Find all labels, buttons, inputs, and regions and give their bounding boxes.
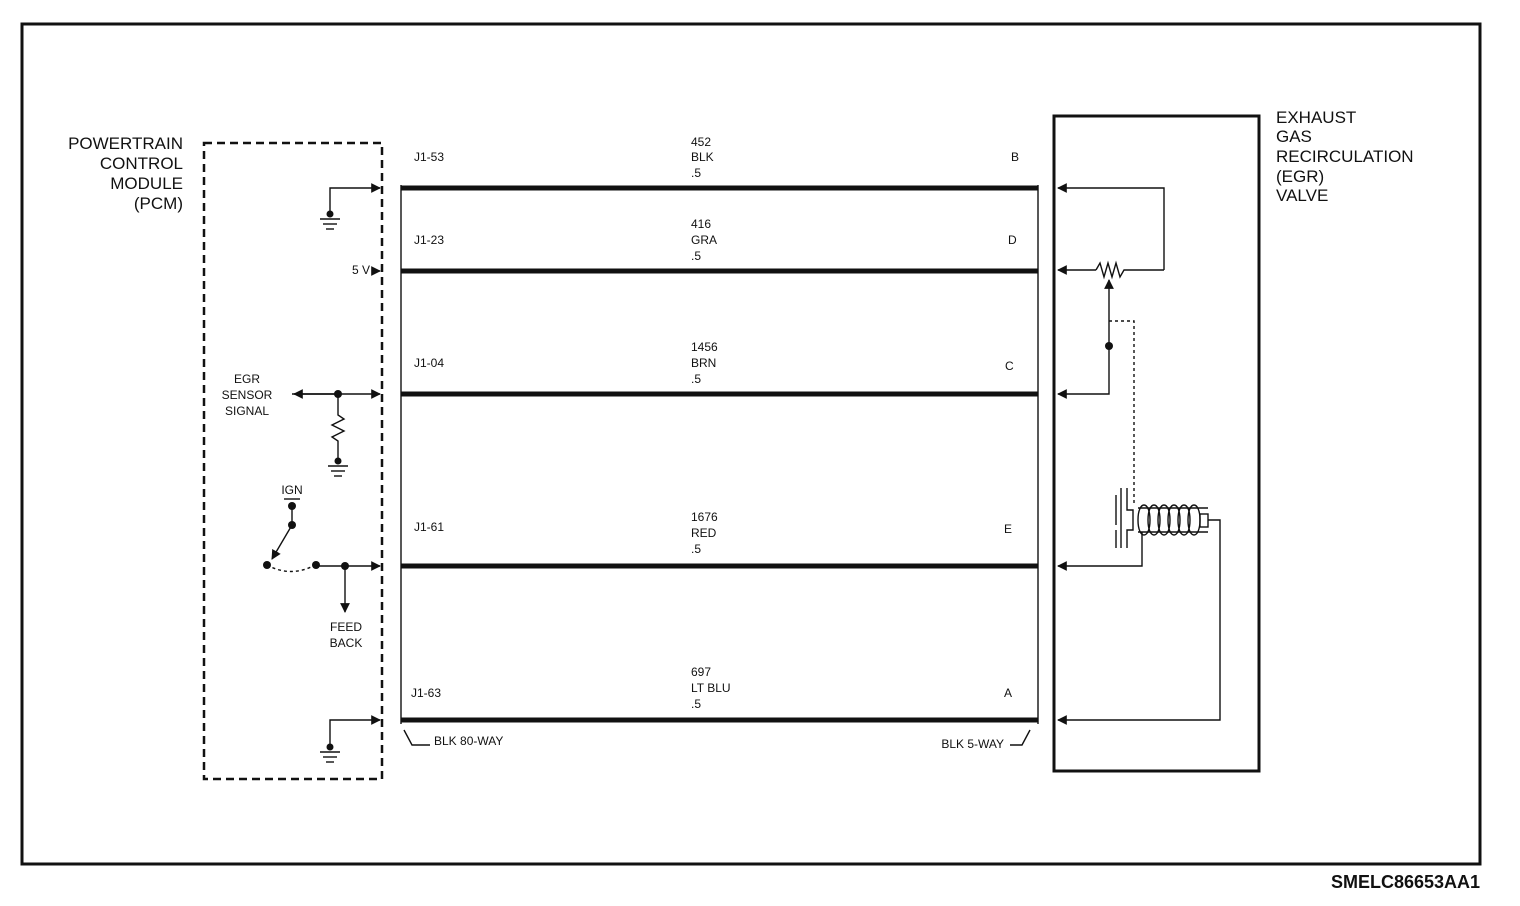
egr-valve-label-line-5: VALVE (1276, 186, 1328, 205)
wire-697-color: LT BLU (691, 681, 731, 695)
wire-697-pcm-pin: J1-63 (411, 686, 441, 700)
wire-1456-circuit: 1456 (691, 340, 718, 354)
wire-1676-pcm-pin: J1-61 (414, 520, 444, 534)
wire-452-gauge: .5 (691, 166, 701, 180)
wire-452-valve-pin: B (1011, 150, 1019, 164)
feedback-label-line-2: BACK (330, 636, 363, 650)
right-connector-label: BLK 5-WAY (941, 737, 1004, 751)
egr-signal-label-line-3: SIGNAL (225, 404, 269, 418)
wire-1456-color: BRN (691, 356, 716, 370)
wire-416-valve-pin: D (1008, 233, 1017, 247)
pcm-label: POWERTRAIN CONTROL MODULE (PCM) (68, 134, 183, 213)
wire-452-color: BLK (691, 150, 714, 164)
five-volt-label: 5 V (352, 263, 370, 277)
figure-reference: SMELC86653AA1 (1331, 872, 1480, 892)
diagram-frame (20, 22, 1482, 866)
wire-697-valve-pin: A (1004, 686, 1012, 700)
wire-1676-valve-pin: E (1004, 522, 1012, 536)
egr-valve-label-line-1: EXHAUST (1276, 108, 1356, 127)
egr-valve-label-line-3: RECIRCULATION (1276, 147, 1414, 166)
wire-452: J1-53 452 BLK .5 B (401, 135, 1038, 191)
left-connector-bracket (403, 729, 430, 746)
wire-1456-pcm-pin: J1-04 (414, 356, 444, 370)
pcm-ground-2 (320, 715, 381, 763)
egr-valve-box (1052, 114, 1261, 773)
wire-452-pcm-pin: J1-53 (414, 150, 444, 164)
egr-valve-label: EXHAUST GAS RECIRCULATION (EGR) VALVE (1276, 108, 1414, 205)
wire-416-gauge: .5 (691, 249, 701, 263)
pcm-label-line-3: MODULE (110, 174, 183, 193)
wire-416: J1-23 416 GRA .5 D (401, 217, 1038, 274)
pcm-label-line-4: (PCM) (134, 194, 183, 213)
egr-solenoid (1057, 488, 1221, 725)
right-connector-bracket (1010, 729, 1031, 746)
wire-697-gauge: .5 (691, 697, 701, 711)
egr-valve-label-line-4: (EGR) (1276, 167, 1324, 186)
ign-driver-switch (263, 498, 381, 613)
wire-1676-gauge: .5 (691, 542, 701, 556)
wire-1456-gauge: .5 (691, 372, 701, 386)
left-connector-label: BLK 80-WAY (434, 734, 503, 748)
wire-1676-circuit: 1676 (691, 510, 718, 524)
pcm-ground-1 (320, 183, 381, 230)
egr-signal-label-line-2: SENSOR (222, 388, 273, 402)
wire-697: J1-63 697 LT BLU .5 A (401, 665, 1038, 723)
mechanical-linkage (1109, 320, 1135, 505)
wire-416-circuit: 416 (691, 217, 711, 231)
egr-sensor-signal-circuit (292, 389, 381, 477)
egr-signal-label-line-1: EGR (234, 372, 260, 386)
position-resistor (1095, 260, 1164, 280)
egr-valve-label-line-2: GAS (1276, 127, 1312, 146)
ign-label: IGN (281, 483, 302, 497)
wire-1456: J1-04 1456 BRN .5 C (401, 340, 1038, 397)
feedback-label-line-1: FEED (330, 620, 362, 634)
pcm-label-line-1: POWERTRAIN (68, 134, 183, 153)
wire-416-pcm-pin: J1-23 (414, 233, 444, 247)
wire-452-circuit: 452 (691, 135, 711, 149)
pcm-label-line-2: CONTROL (100, 154, 183, 173)
wire-1676-color: RED (691, 526, 717, 540)
egr-position-sensor (1057, 183, 1165, 505)
pcm-module-box (202, 141, 384, 781)
wire-416-color: GRA (691, 233, 717, 247)
wire-1456-valve-pin: C (1005, 359, 1014, 373)
wire-1676: J1-61 1676 RED .5 E (401, 510, 1038, 569)
wire-697-circuit: 697 (691, 665, 711, 679)
